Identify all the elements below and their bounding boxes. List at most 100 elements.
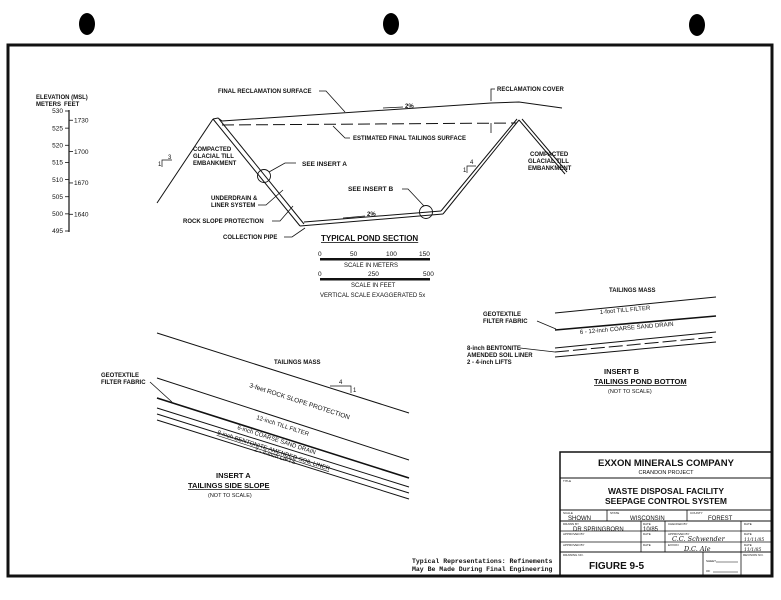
meters-tick-label: 530 bbox=[52, 108, 63, 115]
insert-b: TAILINGS MASS 1-foot TILL FILTER 6 - 12-… bbox=[467, 288, 717, 395]
approved-sign-date-caption: DATE bbox=[744, 532, 752, 536]
insert-a-geotextile-line2: FILTER FABRIC bbox=[101, 380, 146, 386]
insert-a-geotextile-line bbox=[156, 397, 410, 479]
insert-b-geotextile-line bbox=[554, 315, 717, 331]
title-block: EXXON MINERALS COMPANY CRANDON PROJECT T… bbox=[559, 451, 773, 577]
insert-b-callout-circle bbox=[419, 205, 433, 219]
state-caption: STATE bbox=[610, 511, 619, 515]
collection-pipe-label: COLLECTION PIPE bbox=[223, 235, 277, 241]
feet-tick-label: 1640 bbox=[74, 211, 89, 218]
footnote-line2: May Be Made During Final Engineering bbox=[412, 566, 553, 573]
collection-pipe-leader bbox=[284, 227, 306, 238]
insert-b-geotextile-arrow bbox=[536, 320, 557, 330]
drawn-date-value: 10/85 bbox=[643, 527, 659, 533]
left-slope-rise: 1 bbox=[158, 162, 162, 168]
reclamation-cover-label: RECLAMATION COVER bbox=[497, 87, 565, 93]
rock-slope-leader bbox=[272, 205, 294, 222]
insert-b-subtitle: TAILINGS POND BOTTOM bbox=[594, 377, 687, 386]
right-slope-rise: 1 bbox=[463, 168, 467, 174]
meters-tick-150: 150 bbox=[419, 251, 430, 258]
insert-a-liner-bottom bbox=[156, 419, 410, 500]
liner-bottom-inner bbox=[303, 210, 442, 223]
insert-a-slope-run: 4 bbox=[339, 380, 343, 386]
rock-slope-protection-label: ROCK SLOPE PROTECTION bbox=[183, 219, 264, 225]
meters-tick-label: 495 bbox=[52, 228, 63, 235]
meters-tick-100: 100 bbox=[386, 251, 397, 258]
exxon-caption: EXXON bbox=[668, 543, 679, 547]
pond-section-title: TYPICAL POND SECTION bbox=[321, 234, 418, 243]
state-value: WISCONSIN bbox=[630, 516, 665, 522]
insert-a-liner-top bbox=[156, 407, 410, 488]
punch-hole-right bbox=[689, 14, 705, 36]
scale-value: SHOWN bbox=[568, 516, 591, 522]
approved-signature: C.C. Schwender bbox=[672, 535, 726, 543]
insert-b-liner-top bbox=[554, 331, 717, 349]
insert-a-title: INSERT A bbox=[216, 471, 251, 480]
estimated-tailings-surface-line bbox=[221, 122, 518, 126]
title-caption: TITLE bbox=[563, 479, 571, 483]
insert-a-slope-rise: 1 bbox=[353, 388, 357, 394]
right-slope-ratio-mark bbox=[466, 165, 476, 173]
meters-tick-label: 510 bbox=[52, 177, 63, 184]
slope-bottom-label: 2% bbox=[367, 212, 376, 218]
company-name: EXXON MINERALS COMPANY bbox=[598, 458, 735, 469]
meters-tick-label: 505 bbox=[52, 194, 63, 201]
reclamation-cover-leader bbox=[490, 88, 495, 101]
checked-date-caption: DATE bbox=[744, 522, 752, 526]
revision-caption: REVISION NO. bbox=[743, 553, 764, 557]
liner-right-slope-inner bbox=[440, 118, 518, 212]
exxon-signature: D.C. Ale bbox=[683, 545, 711, 553]
vertical-scale-note: VERTICAL SCALE EXAGGERATED 5x bbox=[320, 293, 425, 299]
meters-scale-label: SCALE IN METERS bbox=[344, 263, 398, 269]
estimated-tailings-leader bbox=[332, 125, 350, 139]
county-value: FOREST bbox=[708, 516, 733, 522]
insert-a-geotextile-line1: GEOTEXTILE bbox=[101, 373, 139, 379]
insert-a-geotextile-arrow bbox=[149, 381, 173, 403]
left-slope-run: 3 bbox=[168, 155, 172, 161]
insert-b-lift-line bbox=[554, 336, 717, 353]
feet-tick-label: 1670 bbox=[74, 180, 89, 187]
scale-caption: SCALE bbox=[563, 511, 573, 515]
sheet-caption: SHEET bbox=[706, 559, 716, 563]
exxon-date: 11/1/85 bbox=[744, 547, 761, 553]
drawing-no-caption: DRAWING NO. bbox=[563, 553, 584, 557]
slope-top-label: 2% bbox=[405, 104, 414, 110]
insert-b-note: (NOT TO SCALE) bbox=[608, 389, 652, 395]
right-embankment-line1: COMPACTED bbox=[530, 152, 569, 158]
estimated-tailings-label: ESTIMATED FINAL TAILINGS SURFACE bbox=[353, 136, 466, 142]
insert-a-layer-rock: 3-feet ROCK SLOPE PROTECTION bbox=[248, 382, 350, 421]
punch-hole-center bbox=[383, 13, 399, 35]
see-insert-b-label: SEE INSERT B bbox=[348, 186, 393, 193]
right-embankment-line2: GLACIAL TILL bbox=[528, 159, 569, 165]
final-reclamation-leader bbox=[319, 90, 346, 113]
typical-pond-section: FINAL RECLAMATION SURFACE RECLAMATION CO… bbox=[156, 87, 572, 299]
insert-a-note: (NOT TO SCALE) bbox=[208, 493, 252, 499]
insert-b-till-top bbox=[554, 296, 717, 314]
approved-by-row2-caption: APPROVED BY bbox=[563, 543, 585, 547]
scale-bar-feet: 0 250 500 SCALE IN FEET bbox=[318, 271, 434, 289]
left-embankment-line3: EMBANKMENT bbox=[193, 161, 237, 167]
punch-hole-left bbox=[79, 13, 95, 35]
meters-label: METERS bbox=[36, 102, 61, 108]
insert-a: TAILINGS MASS 4 1 3-feet ROCK SLOPE PROT… bbox=[101, 332, 410, 500]
drawing-title-line1: WASTE DISPOSAL FACILITY bbox=[608, 486, 724, 496]
feet-tick-500: 500 bbox=[423, 271, 434, 278]
approved-date-caption: DATE bbox=[643, 532, 651, 536]
right-slope-run: 4 bbox=[470, 160, 474, 166]
drawn-date-caption: DATE bbox=[643, 522, 651, 526]
liner-bottom-outer bbox=[299, 213, 444, 227]
approved-by-caption: APPROVED BY bbox=[563, 532, 585, 536]
insert-a-tailings-mass: TAILINGS MASS bbox=[274, 360, 321, 366]
approved-sign-date: 11/11/85 bbox=[744, 537, 764, 543]
slope-bottom-arrow bbox=[342, 215, 366, 219]
feet-tick-0: 0 bbox=[318, 271, 322, 278]
elevation-title: ELEVATION (MSL) bbox=[36, 95, 88, 101]
meters-tick-label: 520 bbox=[52, 142, 63, 149]
approved-row2-date-caption: DATE bbox=[643, 543, 651, 547]
feet-label: FEET bbox=[64, 102, 80, 108]
insert-a-callout-circle bbox=[257, 169, 271, 183]
meters-tick-50: 50 bbox=[350, 251, 358, 258]
liner-right-slope-outer bbox=[442, 119, 520, 215]
scale-bar-meters: 0 50 100 150 SCALE IN METERS bbox=[318, 251, 430, 269]
